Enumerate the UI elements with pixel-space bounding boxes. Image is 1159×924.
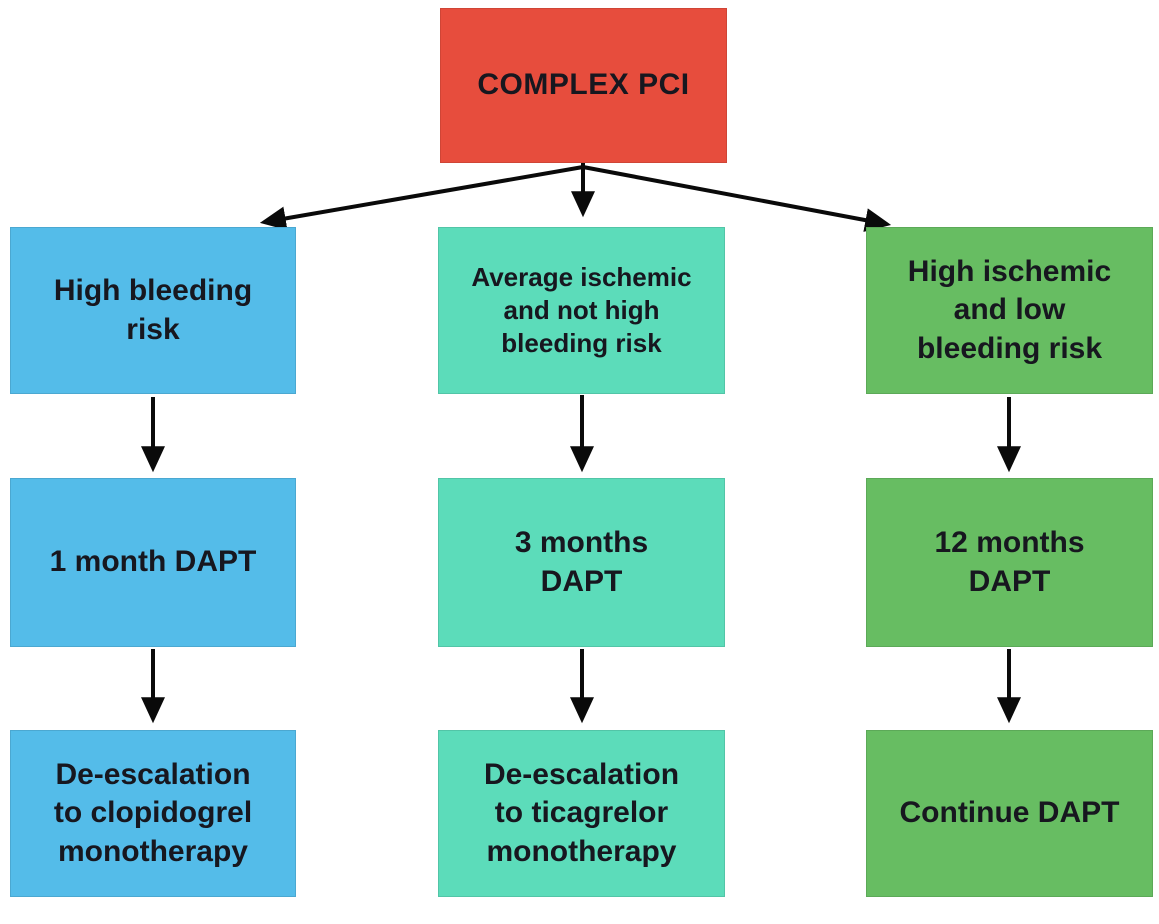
node-high-bleeding-risk: High bleeding risk [10, 227, 296, 394]
arrow-root-to-left [259, 165, 584, 231]
node-deescalation-ticagrelor: De-escalation to ticagrelor monotherapy [438, 730, 725, 897]
node-12-months-dapt: 12 months DAPT [866, 478, 1153, 647]
node-3-months-dapt: 3 months DAPT [438, 478, 725, 647]
arrow-root-to-right [582, 165, 892, 232]
node-high-ischemic-low-bleeding: High ischemic and low bleeding risk [866, 227, 1153, 394]
node-complex-pci: COMPLEX PCI [440, 8, 727, 163]
node-average-ischemic-not-high-bleeding: Average ischemic and not high bleeding r… [438, 227, 725, 394]
node-deescalation-clopidogrel: De-escalation to clopidogrel monotherapy [10, 730, 296, 897]
node-continue-dapt: Continue DAPT [866, 730, 1153, 897]
node-1-month-dapt: 1 month DAPT [10, 478, 296, 647]
